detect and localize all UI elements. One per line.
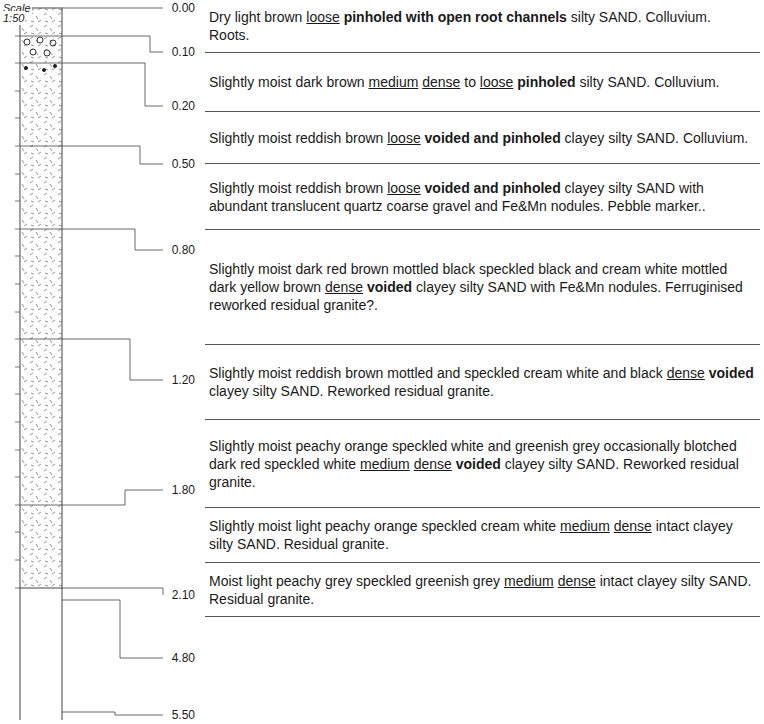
- soil-column: [20, 8, 62, 588]
- depth-label: 0.50: [171, 157, 196, 171]
- scale-label: 1:50: [2, 11, 25, 25]
- soil-layer-band: Moist light peachy grey speckled greenis…: [205, 563, 760, 617]
- depth-label: 0.20: [171, 99, 196, 113]
- layer-description: Slightly moist reddish brown loose voide…: [205, 125, 754, 151]
- depth-label: 0.10: [171, 45, 196, 59]
- layer-description: Slightly moist dark red brown mottled bl…: [205, 256, 760, 318]
- depth-label: 5.50: [171, 708, 196, 722]
- depth-label: 1.20: [171, 373, 196, 387]
- layer-description: Slightly moist peachy orange speckled wh…: [205, 433, 760, 495]
- depth-label: 0.00: [171, 1, 196, 15]
- soil-layer-band: Slightly moist light peachy orange speck…: [205, 508, 760, 563]
- layer-description: Moist light peachy grey speckled greenis…: [205, 568, 760, 612]
- layer-description: Slightly moist reddish brown mottled and…: [205, 360, 760, 404]
- depth-label: 1.80: [171, 483, 196, 497]
- layer-boundary: [20, 36, 62, 505]
- layer-description: Slightly moist reddish brown loose voide…: [205, 175, 760, 219]
- depth-label: 0.80: [171, 243, 196, 257]
- depth-leader: [62, 8, 163, 715]
- depth-label: 2.10: [171, 588, 196, 602]
- soil-layer-band: Slightly moist reddish brown loose voide…: [205, 164, 760, 230]
- layer-description: Dry light brown loose pinholed with open…: [205, 4, 760, 48]
- soil-layer-band: Slightly moist dark brown medium dense t…: [205, 53, 760, 112]
- soil-layer-band: Slightly moist reddish brown loose voide…: [205, 112, 760, 164]
- depth-label: 4.80: [171, 651, 196, 665]
- scale-tick: [15, 36, 20, 588]
- soil-layer-band: Slightly moist peachy orange speckled wh…: [205, 420, 760, 508]
- soil-layer-band: Slightly moist reddish brown mottled and…: [205, 345, 760, 420]
- soil-layer-band: Slightly moist dark red brown mottled bl…: [205, 230, 760, 345]
- column-edge: [20, 588, 62, 720]
- gravel-symbols: [24, 37, 57, 72]
- soil-layer-band: Dry light brown loose pinholed with open…: [205, 0, 760, 53]
- layer-description: Slightly moist light peachy orange speck…: [205, 513, 760, 557]
- layer-description: Slightly moist dark brown medium dense t…: [205, 69, 725, 95]
